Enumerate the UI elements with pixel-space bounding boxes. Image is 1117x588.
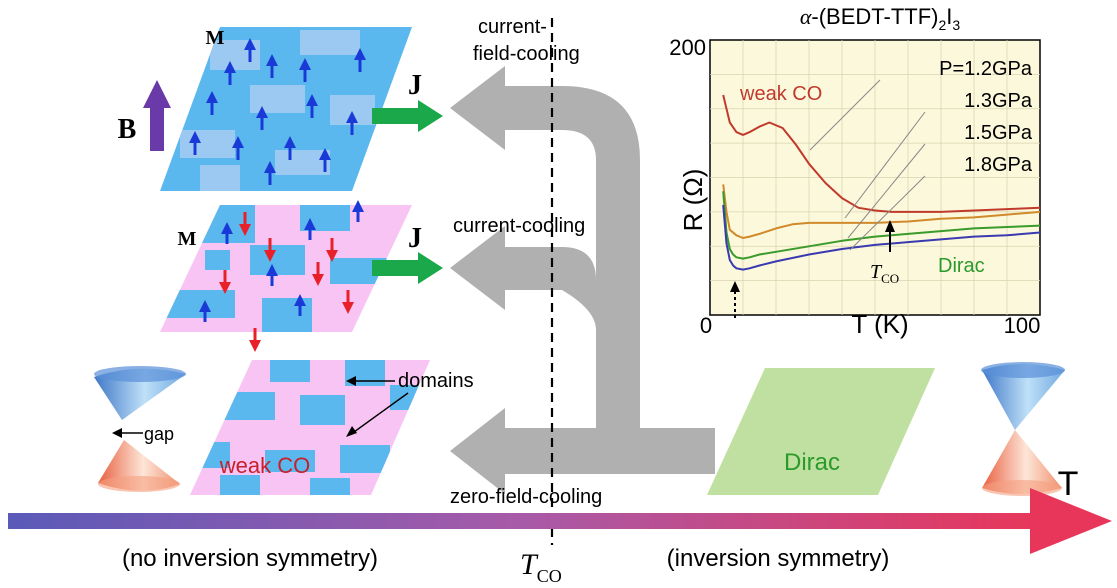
- top-panel: M B J: [118, 27, 443, 191]
- inset-title-i: I: [946, 4, 952, 29]
- gap-label: gap: [144, 424, 174, 444]
- x-axis-label: T (K): [851, 309, 908, 339]
- y-axis-label: R (Ω): [678, 169, 708, 232]
- b-field-label: B: [118, 114, 137, 145]
- tco-axis-t: T: [520, 548, 539, 581]
- series-label-p15: 1.5GPa: [964, 122, 1033, 144]
- temperature-axis-label: T: [1058, 465, 1079, 503]
- dirac-cone-icon: [981, 362, 1065, 496]
- gapped-dirac-cone-icon: [94, 366, 186, 492]
- up-arrow-icon: [199, 300, 211, 322]
- bottom-panel: weak CO domains gap: [94, 360, 474, 495]
- gap-pointer-arrow: [112, 428, 143, 438]
- series-line-p18: [722, 204, 1041, 271]
- up-arrow-icon: [352, 200, 364, 222]
- series-label-p18: 1.8GPa: [964, 154, 1033, 176]
- middle-domains: [160, 205, 390, 332]
- cooling-paths: [450, 66, 715, 494]
- up-arrow-icon: [294, 294, 306, 316]
- plot-curves: [722, 94, 1041, 271]
- bottom-weak-co-label: weak CO: [219, 453, 310, 478]
- domains-pointer-arrows: [346, 376, 409, 437]
- inset-title-rest: -(BEDT-TTF): [811, 4, 938, 29]
- top-magnetic-moment-arrows: [189, 38, 366, 185]
- b-field-arrow-icon: [143, 80, 171, 151]
- middle-j-label: J: [408, 223, 422, 254]
- inset-title: α-(BEDT-TTF)2I3: [800, 4, 961, 33]
- tco-marker-arrow-icon: [885, 220, 895, 252]
- cfc-line2: field-cooling: [473, 43, 580, 65]
- series-line-p15: [722, 191, 1041, 260]
- down-arrow-icon: [249, 328, 261, 352]
- inset-weak-co-label: weak CO: [739, 83, 822, 105]
- down-arrow-icon: [342, 290, 354, 314]
- down-arrow-icon: [219, 270, 231, 294]
- inset-dirac-label: Dirac: [938, 255, 985, 277]
- up-arrow-icon: [256, 106, 268, 130]
- top-m-label: M: [206, 27, 225, 49]
- inset-title-alpha: α: [800, 4, 812, 29]
- up-arrow-icon: [232, 136, 244, 160]
- series-line-p13: [722, 184, 1041, 239]
- up-arrow-icon: [299, 58, 311, 82]
- up-arrow-icon: [264, 161, 276, 185]
- up-arrow-icon: [319, 148, 331, 172]
- tco-axis-label: TCO: [520, 548, 562, 586]
- up-arrow-icon: [221, 222, 233, 244]
- inset-tco-sub: CO: [881, 271, 899, 286]
- inset-tco-label: TCO: [870, 261, 899, 286]
- inset-chart: α-(BEDT-TTF)2I3 200 0 100 T (K) R (Ω) P=…: [669, 4, 1041, 339]
- dirac-phase: Dirac: [707, 362, 1065, 496]
- y-tick-200: 200: [669, 35, 706, 60]
- up-arrow-icon: [284, 136, 296, 160]
- up-arrow-icon: [304, 218, 316, 240]
- inset-tco-t: T: [870, 261, 883, 283]
- top-current-arrow-icon: [372, 100, 443, 132]
- middle-panel: M J: [160, 200, 443, 352]
- series-line-p12: [722, 94, 1041, 213]
- down-arrow-icon: [326, 238, 338, 262]
- process-label-current-cooling: current-cooling: [453, 215, 585, 237]
- domains-label: domains: [398, 370, 474, 392]
- up-arrow-icon: [306, 94, 318, 118]
- dirac-lattice: [707, 368, 935, 495]
- down-arrow-icon: [264, 238, 276, 262]
- series-label-p12: P=1.2GPa: [939, 58, 1033, 80]
- cfc-line1: current-: [478, 16, 547, 38]
- up-arrow-icon: [224, 61, 236, 85]
- x-tick-0: 0: [700, 313, 712, 338]
- process-label-zero-field-cooling: zero-field-cooling: [450, 486, 602, 508]
- no-inversion-symmetry-note: (no inversion symmetry): [122, 545, 378, 572]
- series-label-p13: 1.3GPa: [964, 90, 1033, 112]
- up-arrow-icon: [206, 91, 218, 115]
- up-arrow-icon: [354, 48, 366, 72]
- up-arrow-icon: [266, 264, 278, 286]
- inset-title-sub3: 3: [952, 17, 960, 33]
- middle-current-arrow-icon: [372, 252, 443, 284]
- temperature-axis: T (no inversion symmetry) (inversion sym…: [8, 465, 1112, 586]
- process-label-current-field-cooling: current-field-cooling: [473, 16, 580, 65]
- down-arrow-icon: [239, 212, 251, 236]
- inset-title-sub2: 2: [938, 17, 946, 33]
- dirac-label: Dirac: [784, 449, 840, 476]
- x-tick-100: 100: [1004, 313, 1041, 338]
- up-arrow-icon: [266, 54, 278, 78]
- up-arrow-icon: [189, 131, 201, 155]
- up-arrow-icon: [244, 38, 256, 62]
- tco-axis-sub: CO: [537, 566, 562, 586]
- up-arrow-icon: [346, 111, 358, 135]
- top-j-label: J: [408, 70, 422, 101]
- dotted-marker-arrow-icon: [730, 281, 740, 318]
- middle-up-arrows: [199, 200, 364, 322]
- middle-m-label: M: [178, 228, 197, 250]
- middle-down-arrows: [219, 212, 354, 352]
- series-leader-lines: [809, 79, 926, 251]
- down-arrow-icon: [312, 262, 324, 286]
- inversion-symmetry-note: (inversion symmetry): [667, 545, 890, 572]
